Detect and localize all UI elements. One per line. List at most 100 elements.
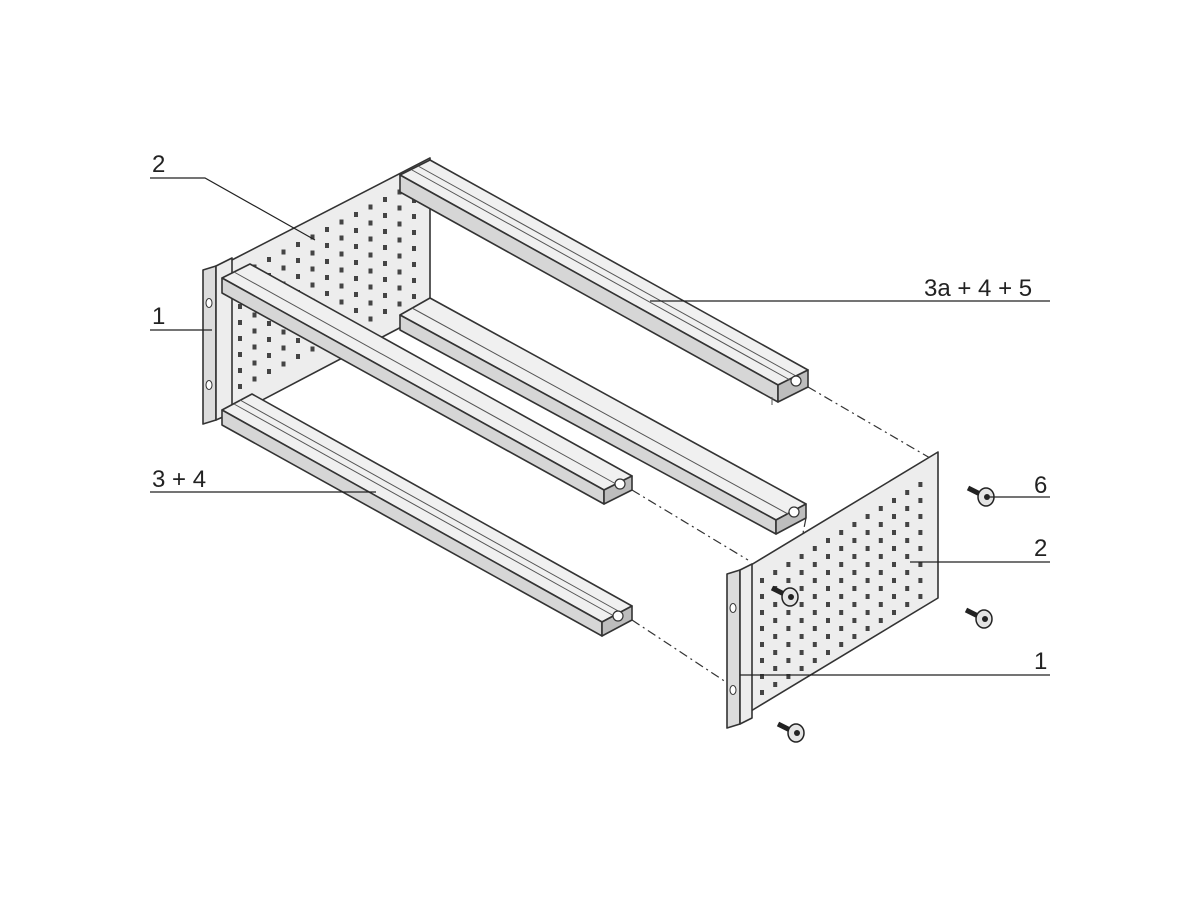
perforation-hole <box>812 658 817 663</box>
perforation-hole <box>252 344 257 350</box>
perforation-hole <box>852 602 857 607</box>
perforation-hole <box>354 244 358 249</box>
perforation-hole <box>773 650 778 655</box>
perforation-hole <box>368 204 373 210</box>
perforation-hole <box>281 361 286 367</box>
perforation-hole <box>252 312 257 318</box>
perforation-hole <box>905 522 910 527</box>
perforation-hole <box>267 257 271 262</box>
perforation-hole <box>310 282 315 288</box>
perforation-hole <box>892 578 896 583</box>
perforation-hole <box>325 227 329 232</box>
perforation-hole <box>799 634 804 639</box>
perforation-hole <box>238 384 242 389</box>
perforation-hole <box>892 498 896 503</box>
perforation-hole <box>865 562 870 567</box>
perforation-hole <box>296 258 300 263</box>
callout-screw: 6 <box>1034 472 1047 499</box>
perforation-hole <box>310 346 315 352</box>
perforation-hole <box>852 554 857 559</box>
perforation-hole <box>383 293 387 298</box>
perforation-hole <box>397 221 402 227</box>
perforation-hole <box>354 228 358 233</box>
perforation-hole <box>826 570 830 575</box>
perforation-hole <box>826 586 830 591</box>
perforation-hole <box>760 578 764 583</box>
perforation-hole <box>354 276 358 281</box>
screw-icon <box>776 721 805 743</box>
perforation-hole <box>826 618 830 623</box>
perforation-hole <box>238 320 242 325</box>
perforation-hole <box>852 522 857 527</box>
perforation-hole <box>878 506 883 511</box>
callout-bottom-front-rail: 3 + 4 <box>152 466 206 493</box>
right-panel-holes <box>760 482 923 695</box>
perforation-hole <box>354 260 358 265</box>
perforation-hole <box>918 514 923 519</box>
perforation-hole <box>412 246 416 251</box>
perforation-hole <box>412 230 416 235</box>
perforation-hole <box>296 242 300 247</box>
perforation-hole <box>267 369 271 374</box>
perforation-hole <box>878 586 883 591</box>
perforation-hole <box>760 658 764 663</box>
bottom-front-rail <box>221 393 633 637</box>
perforation-hole <box>238 304 242 309</box>
perforation-hole <box>773 682 778 687</box>
top-front-rail <box>221 263 633 505</box>
perforation-hole <box>383 309 387 314</box>
perforation-hole <box>252 376 257 382</box>
perforation-hole <box>905 506 910 511</box>
perforation-hole <box>878 554 883 559</box>
perforation-hole <box>865 626 870 631</box>
top-rear-rail <box>399 159 809 405</box>
perforation-hole <box>865 530 870 535</box>
perforation-hole <box>839 594 844 599</box>
perforation-hole <box>799 554 804 559</box>
callout-top-rear-rail: 3a + 4 + 5 <box>924 275 1032 302</box>
perforation-hole <box>238 368 242 373</box>
perforation-hole <box>412 278 416 283</box>
perforation-hole <box>339 219 344 225</box>
perforation-hole <box>878 522 883 527</box>
perforation-hole <box>918 578 923 583</box>
perforation-hole <box>852 538 857 543</box>
perforation-hole <box>812 610 817 615</box>
perforation-hole <box>865 578 870 583</box>
perforation-hole <box>826 650 830 655</box>
perforation-hole <box>878 618 883 623</box>
perforation-hole <box>368 268 373 274</box>
perforation-hole <box>310 266 315 272</box>
perforation-hole <box>826 602 830 607</box>
perforation-hole <box>760 690 764 695</box>
perforation-hole <box>281 265 286 271</box>
perforation-hole <box>878 570 883 575</box>
perforation-hole <box>786 674 791 679</box>
perforation-hole <box>310 234 315 240</box>
perforation-hole <box>397 253 402 259</box>
perforation-hole <box>296 354 300 359</box>
callout-leaders <box>150 177 1050 676</box>
perforation-hole <box>325 243 329 248</box>
perforation-hole <box>905 538 910 543</box>
perforation-hole <box>339 267 344 273</box>
perforation-hole <box>383 261 387 266</box>
perforation-hole <box>339 251 344 257</box>
perforation-hole <box>918 594 923 599</box>
perforation-hole <box>918 562 923 567</box>
perforation-hole <box>812 594 817 599</box>
perforation-hole <box>799 586 804 591</box>
perforation-hole <box>892 610 896 615</box>
perforation-hole <box>383 277 387 282</box>
perforation-hole <box>368 236 373 242</box>
perforation-hole <box>383 229 387 234</box>
perforation-hole <box>839 562 844 567</box>
perforation-hole <box>812 546 817 551</box>
perforation-hole <box>339 299 344 305</box>
perforation-hole <box>368 284 373 290</box>
perforation-hole <box>325 291 329 296</box>
perforation-hole <box>865 514 870 519</box>
perforation-hole <box>760 594 764 599</box>
perforation-hole <box>865 594 870 599</box>
